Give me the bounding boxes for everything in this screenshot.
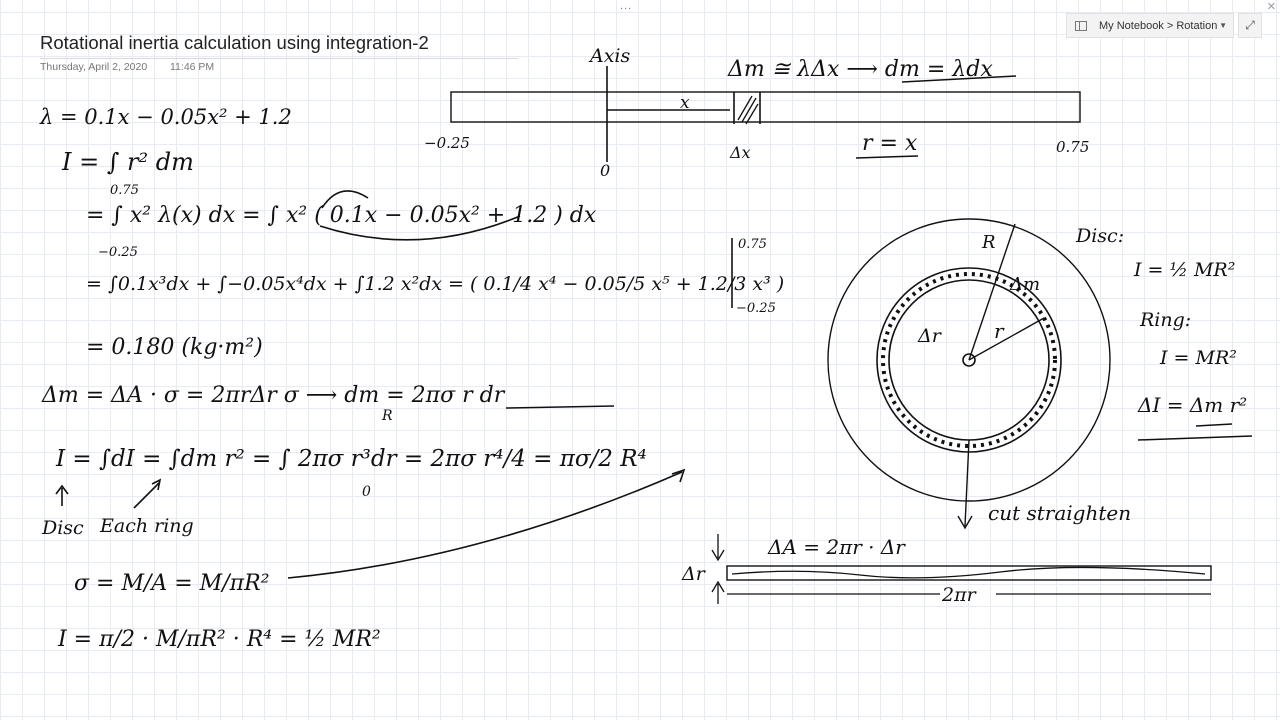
ink-disc-I: I = ∫dI = ∫dm r² = ∫ 2πσ r³dr = 2πσ r⁴/4…	[55, 446, 647, 472]
ink-dm-eq: Δm ≅ λΔx ⟶ dm = λdx	[727, 57, 993, 82]
ink-arrow-b	[319, 215, 521, 241]
ink-eval-lower: −0.25	[736, 301, 776, 316]
ink-eval-upper: 0.75	[738, 237, 767, 252]
ink-circle-R: R	[981, 232, 996, 253]
ink-rod-right: 0.75	[1056, 138, 1089, 156]
ink-integral-lower: −0.25	[98, 245, 138, 260]
breadcrumb[interactable]: My Notebook > Rotation ▼	[1066, 13, 1234, 38]
ink-r-line	[968, 317, 1045, 361]
ink-circle-dm: Δm	[1009, 274, 1040, 295]
ink-dI-underline	[1195, 423, 1233, 427]
ink-disc-note: Disc	[41, 517, 84, 539]
window-drag-dots[interactable]: ...	[620, 0, 633, 12]
page-time: 11:46 PM	[170, 61, 215, 73]
ink-cut-label: cut straighten	[988, 501, 1131, 525]
ink-disc-upper: R	[381, 408, 393, 424]
ink-integral-upper: 0.75	[110, 183, 139, 198]
ink-ring-note: Each ring	[99, 515, 194, 537]
ink-long-arrow-head	[671, 468, 686, 483]
ink-rod	[450, 91, 1081, 123]
ink-ring-arrow	[133, 478, 162, 509]
ink-r-underline	[855, 155, 919, 159]
ink-outer-circle	[827, 218, 1111, 502]
ink-strip-hatch	[731, 566, 1206, 579]
ink-step1: = ∫ x² λ(x) dx = ∫ x² ( 0.1x − 0.05x² + …	[86, 203, 597, 228]
ink-dm-underline	[901, 75, 1017, 83]
ink-circle-r: r	[994, 319, 1005, 343]
ink-final-I: I = π/2 · M/πR² · R⁴ = ½ MR²	[57, 627, 381, 652]
ink-I-def: I = ∫ r² dm	[61, 148, 194, 176]
page-title[interactable]: Rotational inertia calculation using int…	[40, 32, 518, 59]
chevron-down-icon: ▼	[1219, 21, 1227, 30]
ink-result: = 0.180 (kg·m²)	[86, 335, 263, 360]
expand-icon[interactable]: ⤢	[1238, 13, 1262, 38]
ink-strip-arrow-bottom	[711, 580, 725, 604]
ink-long-arrow	[287, 471, 683, 579]
ink-circle-dr: Δr	[917, 325, 943, 347]
ink-strip-dr: Δr	[681, 563, 707, 585]
ink-cut-line	[964, 439, 970, 527]
ink-dI-rule	[1137, 435, 1253, 441]
ink-ring-hatch	[881, 272, 1057, 448]
ink-rod-left: −0.25	[424, 134, 470, 152]
ink-ring-formula: I = MR²	[1159, 347, 1237, 369]
ink-step2: = ∫0.1x³dx + ∫−0.05x⁴dx + ∫1.2 x²dx = ( …	[86, 273, 784, 295]
ink-disc-formula: I = ½ MR²	[1133, 259, 1235, 281]
ink-R-line	[968, 223, 1016, 361]
notebook-icon	[1075, 20, 1087, 31]
ink-disc-arrow	[55, 484, 69, 506]
ink-disc-label: Disc:	[1075, 225, 1124, 247]
ink-r-eq: r = x	[862, 131, 918, 156]
ink-rod-x: x	[680, 93, 690, 113]
ink-ring-label: Ring:	[1139, 309, 1191, 331]
ink-center	[962, 353, 976, 367]
ink-sigma-def: σ = M/A = M/πR²	[74, 571, 269, 596]
ink-rod-origin: 0	[600, 161, 610, 180]
ink-lambda-def: λ = 0.1x − 0.05x² + 1.2	[39, 105, 292, 129]
page-date: Thursday, April 2, 2020	[40, 61, 148, 73]
close-icon[interactable]: ✕	[1266, 1, 1276, 13]
ink-cut-arrow	[957, 515, 973, 530]
ink-strip-dA: ΔA = 2πr · Δr	[767, 535, 906, 559]
ink-strip-len: 2πr	[941, 584, 978, 606]
breadcrumb-text: My Notebook > Rotation	[1099, 19, 1218, 32]
ink-ring-dI: ΔI = Δm r²	[1137, 393, 1247, 417]
ink-disc-lower: 0	[362, 484, 371, 500]
ink-rod-dx: Δx	[729, 143, 751, 162]
ink-dx-hatch	[737, 95, 759, 125]
ink-disc-dm: Δm = ΔA · σ = 2πrΔr σ ⟶ dm = 2πσ r dr	[41, 383, 506, 408]
ink-disc-dm-underline	[505, 405, 615, 409]
ink-strip	[726, 565, 1212, 581]
ink-arrow-a	[321, 190, 369, 209]
ink-axis-label: Axis	[588, 45, 631, 67]
ink-strip-arrow-top	[711, 534, 725, 562]
